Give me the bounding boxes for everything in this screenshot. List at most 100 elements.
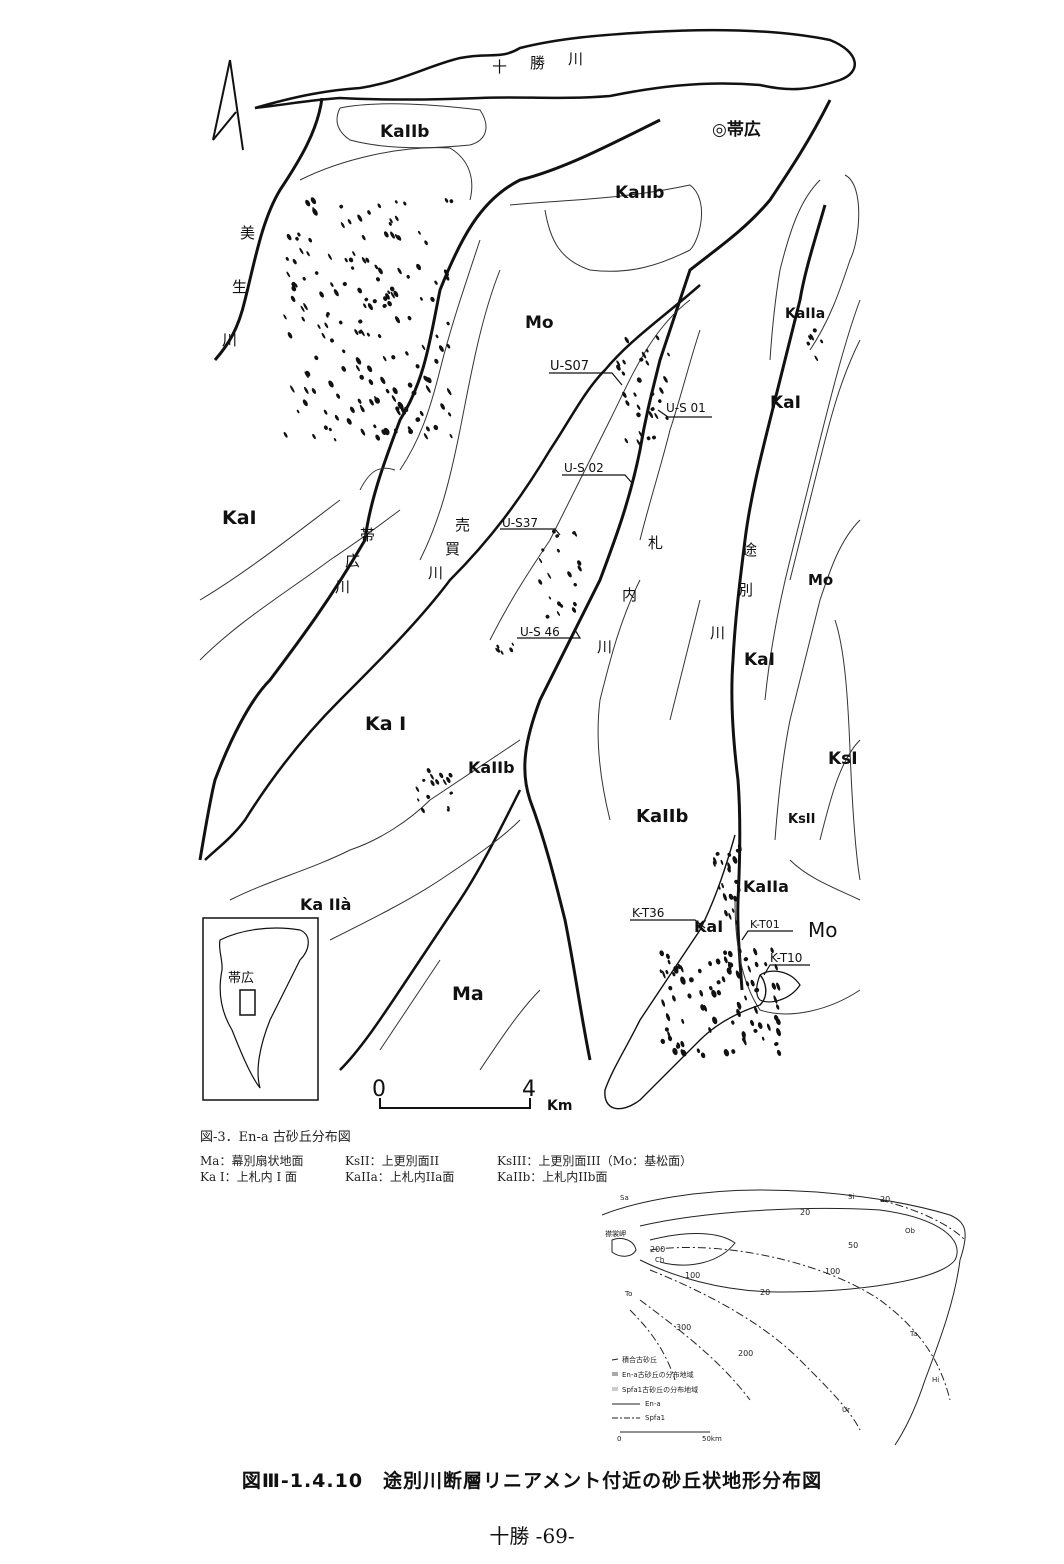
dune-dot — [312, 208, 318, 216]
dune-dot — [727, 950, 733, 958]
baibai-char-1: 売 — [455, 516, 470, 534]
dune-dot — [305, 199, 311, 207]
dune-dot — [699, 990, 704, 997]
dune-dot — [715, 851, 720, 856]
bisei-river — [213, 97, 324, 361]
dune-dot — [687, 993, 692, 999]
dune-dot — [712, 1016, 718, 1025]
dune-dot — [366, 332, 370, 337]
dune-dot — [435, 334, 439, 339]
tobetsu-char-3: 川 — [710, 624, 725, 642]
dune-dot — [776, 1004, 780, 1010]
contour-label-20-c: 20 — [760, 1288, 770, 1297]
site-label-us02: U-S 02 — [564, 461, 604, 475]
dune-dot — [559, 604, 564, 608]
dune-dot — [286, 233, 292, 241]
dune-dot — [286, 271, 291, 278]
dune-dot — [393, 428, 398, 434]
surface-label-ka2b-2: KaIIb — [615, 183, 664, 203]
dune-dot — [820, 339, 824, 344]
dune-dot — [573, 582, 577, 587]
dune-dot — [680, 976, 686, 985]
dune-dot — [348, 257, 354, 263]
dune-dot — [383, 231, 389, 238]
tobetsu-char-1: 途 — [742, 541, 757, 559]
dune-dot — [708, 1027, 712, 1033]
dune-dot — [423, 433, 428, 440]
dune-dot — [374, 397, 380, 404]
dune-dot — [622, 359, 626, 365]
satsunai-river — [523, 99, 832, 1061]
obihiro-river — [198, 118, 661, 861]
dune-dot — [448, 412, 452, 417]
dune-dot — [349, 406, 355, 413]
figure3-title: 図-3．En-a 古砂丘分布図 — [200, 1130, 351, 1145]
dune-dot — [287, 332, 293, 339]
dune-dot — [308, 237, 313, 243]
dune-dot — [411, 390, 417, 396]
dune-dot — [291, 281, 297, 287]
ena-isopach-lines — [639, 1207, 958, 1293]
dune-dot — [724, 909, 728, 917]
dune-dot — [723, 956, 728, 964]
dune-dot — [680, 1040, 685, 1048]
baibai-char-2: 買 — [445, 540, 460, 558]
dune-dot — [425, 426, 430, 432]
dune-dot — [736, 884, 741, 892]
dune-dot — [365, 257, 370, 263]
place-ur: Ur — [842, 1406, 850, 1414]
dune-dot — [681, 1018, 685, 1024]
contour-label-20-b: 20 — [800, 1208, 810, 1217]
erimo-cape — [611, 1237, 637, 1257]
dune-dot — [709, 986, 713, 991]
dune-dot — [395, 233, 399, 241]
dune-dot — [733, 895, 738, 902]
bisei-char-2: 生 — [232, 278, 247, 296]
scale-bar: 0 4 Km — [372, 1077, 572, 1114]
place-to: To — [624, 1290, 632, 1298]
dune-dot — [301, 316, 305, 322]
dune-dot — [420, 807, 425, 814]
regional-legend-item3: Spfa1古砂丘の分布地域 — [622, 1385, 698, 1394]
dune-dot — [302, 276, 306, 281]
dune-dot — [334, 414, 339, 421]
dune-dot — [659, 387, 664, 394]
dune-dot — [636, 404, 641, 410]
dune-dot — [380, 376, 386, 384]
satsunai-river-branch — [339, 789, 522, 1071]
dune-dot — [652, 435, 656, 440]
locator-inset: 帯広 — [202, 917, 319, 1101]
dune-dot — [419, 410, 424, 417]
dune-dot — [449, 791, 453, 795]
dune-dot — [333, 289, 339, 297]
regional-legend-item5: Spfa1 — [645, 1414, 665, 1422]
dune-dot — [541, 548, 545, 552]
dune-dot — [697, 968, 702, 974]
bisei-char-3: 川 — [222, 331, 237, 349]
dune-dot — [397, 267, 402, 275]
dune-dot — [430, 773, 434, 780]
dune-dot — [448, 772, 453, 778]
dune-dot — [636, 412, 641, 418]
site-label-us46: U-S 46 — [520, 625, 560, 639]
dune-dot — [757, 1022, 763, 1029]
dune-dot — [310, 197, 317, 205]
contour-label-200-b: 200 — [738, 1349, 753, 1358]
dune-dot — [369, 398, 374, 406]
dune-dot — [711, 989, 717, 998]
dune-dot — [392, 387, 398, 395]
dune-dot — [295, 236, 299, 241]
contour-label-200-a: 200 — [650, 1245, 665, 1254]
dune-dot — [737, 844, 742, 852]
dune-dot — [297, 232, 301, 237]
dune-dot — [735, 970, 741, 979]
dune-dot — [376, 277, 380, 282]
dune-dot — [745, 981, 750, 987]
dune-dot — [417, 230, 421, 235]
dune-dot — [321, 332, 326, 339]
dune-dot — [776, 1027, 781, 1037]
dune-dot — [722, 893, 727, 901]
dune-dot — [577, 560, 582, 566]
dune-dot — [439, 772, 444, 779]
locator-label-obihiro: 帯広 — [228, 971, 254, 986]
